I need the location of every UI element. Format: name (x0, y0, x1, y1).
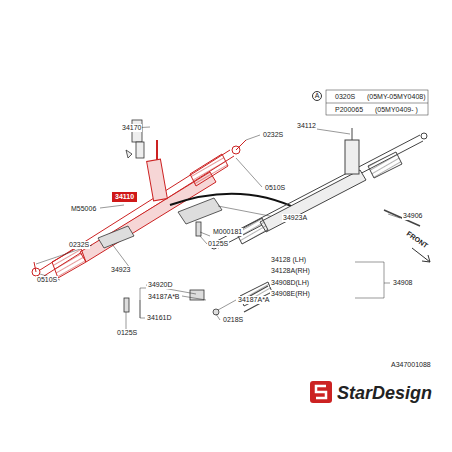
part-number: P200065 (334, 106, 364, 114)
part-number: 34187A*B (147, 293, 181, 301)
part-number: 0510S (36, 276, 58, 284)
part-number: 34112 (296, 122, 317, 130)
part-number: 34920D (147, 281, 174, 289)
highlighted-part-number: 34110 (112, 192, 137, 202)
part-number: 0320S (334, 93, 356, 101)
logo-text: StarDesign (336, 383, 433, 403)
part-number: 0125S (116, 329, 138, 337)
part-number: M55006 (70, 205, 97, 213)
part-number: 0232S (262, 131, 284, 139)
part-number: 0510S (264, 184, 286, 192)
part-number: 34908E(RH) (270, 290, 311, 298)
part-number: 0125S (207, 240, 229, 248)
part-number: 0232S (68, 241, 90, 249)
part-number: 34161D (146, 314, 173, 322)
part-number: M000181 (212, 228, 243, 236)
part-number: 34170 (121, 124, 142, 132)
part-number: 34908D(LH) (270, 279, 310, 287)
part-number: 34908 (392, 279, 413, 287)
circled-note-mark: A (312, 91, 322, 101)
part-number: 34187A*A (237, 296, 271, 304)
label: (05MY0409- ) (374, 106, 419, 114)
part-number: 34923A (282, 214, 308, 222)
part-number: 34128A(RH) (270, 267, 311, 275)
part-number: 34906 (402, 212, 423, 220)
part-number: 0218S (222, 316, 244, 324)
part-number: 34923 (110, 266, 131, 274)
direction-label: FRONT (404, 229, 430, 251)
label: (05MY-05MY0408) (366, 93, 427, 101)
part-number: 34128 (LH) (270, 256, 307, 264)
part-number: A347001088 (390, 361, 432, 369)
